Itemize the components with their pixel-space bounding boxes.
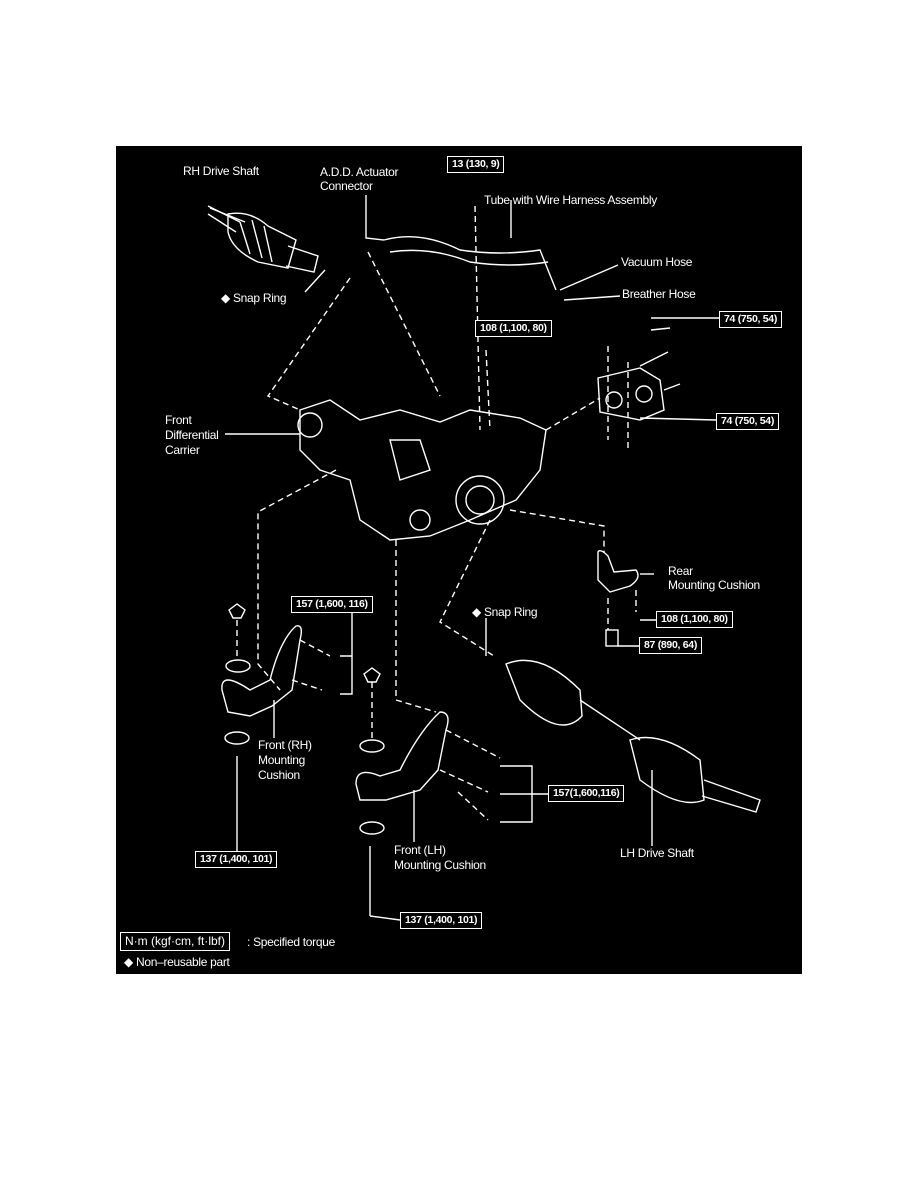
torque-rh-through-bolt: 137 (1,400, 101) <box>195 851 278 868</box>
legend-non-reusable: ◆ Non–reusable part <box>124 955 230 969</box>
torque-lh-through-bolt: 137 (1,400, 101) <box>400 912 483 929</box>
torque-carrier-bolt: 108 (1,100, 80) <box>475 320 552 337</box>
legend-unit-desc: : Specified torque <box>247 935 335 949</box>
torque-rear-flange-upper: 74 (750, 54) <box>719 311 783 328</box>
lh-drive-shaft-drawing <box>505 659 761 813</box>
lh-drive-shaft-label: LH Drive Shaft <box>620 846 694 860</box>
snap-ring-rh-label: ◆ Snap Ring <box>221 291 287 305</box>
torque-rear-cushion-bolt: 108 (1,100, 80) <box>656 611 733 628</box>
rh-drive-shaft-drawing <box>207 205 319 273</box>
front-diff-label-line2: Differential <box>165 428 219 442</box>
front-diff-label-line1: Front <box>165 413 192 427</box>
rear-cushion-label-line1: Rear <box>668 564 693 578</box>
rear-mounting-cushion-drawing <box>597 549 639 647</box>
torque-actuator-bolt: 13 (130, 9) <box>447 156 505 173</box>
snap-ring-lh-label: ◆ Snap Ring <box>472 605 538 619</box>
wire-harness-drawing <box>383 235 557 291</box>
front-diff-label-line3: Carrier <box>165 443 200 457</box>
front-lh-cushion-drawing <box>355 667 449 916</box>
tube-wire-harness-label: Tube with Wire Harness Assembly <box>484 193 657 207</box>
front-rh-label-line1: Front (RH) <box>258 738 312 752</box>
front-rh-label-line2: Mounting <box>258 753 305 767</box>
torque-rear-cushion-nut: 87 (890, 64) <box>639 637 703 654</box>
front-differential-carrier-drawing <box>297 399 547 541</box>
vacuum-hose-label: Vacuum Hose <box>621 255 693 269</box>
front-lh-label-line1: Front (LH) <box>394 843 446 857</box>
legend-unit-box: N·m (kgf·cm, ft·lbf) <box>120 932 230 951</box>
rh-drive-shaft-label: RH Drive Shaft <box>183 164 259 178</box>
rear-cushion-label-line2: Mounting Cushion <box>668 578 760 592</box>
torque-lh-cushion-bolts: 157(1,600,116) <box>548 785 625 802</box>
torque-rh-cushion-bolts: 157 (1,600, 116) <box>291 596 373 613</box>
breather-hose-label: Breather Hose <box>622 287 696 301</box>
front-rh-cushion-drawing <box>221 603 303 822</box>
add-actuator-label-line2: Connector <box>320 179 373 193</box>
add-actuator-label-line1: A.D.D. Actuator <box>320 165 399 179</box>
rear-flange-drawing <box>597 351 681 421</box>
torque-rear-flange-lower: 74 (750, 54) <box>716 413 780 430</box>
assembly-dashed-lines <box>236 205 637 821</box>
front-lh-label-line2: Mounting Cushion <box>394 858 486 872</box>
front-rh-label-line3: Cushion <box>258 768 300 782</box>
label-leader-lines <box>209 195 719 921</box>
diagram-panel <box>116 146 802 974</box>
